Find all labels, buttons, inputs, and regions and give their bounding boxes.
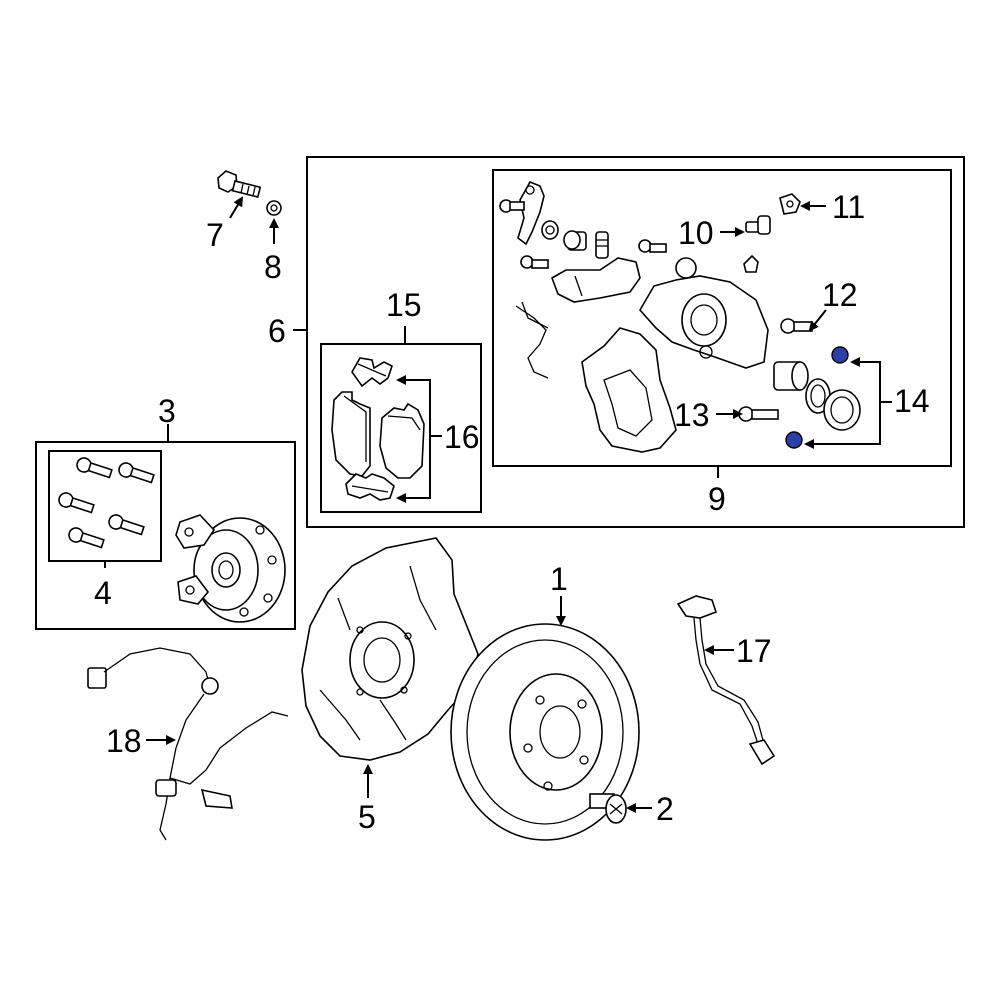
callout-11: 11 [832,189,865,225]
callout-7: 7 [206,217,224,253]
leader-16b [396,436,431,503]
caliper-bracket [581,327,677,453]
boot-kit-part-14-highlighted [785,346,849,449]
spring-pin [595,231,609,259]
guide-pin-13 [738,406,779,422]
callout-15: 15 [386,287,422,323]
leader-12 [808,309,827,332]
leader-14b [804,402,881,449]
brake-hose-part-17 [676,595,776,766]
guide-pin-12 [780,318,813,334]
parking-bracket [551,257,641,303]
callout-1: 1 [550,561,568,597]
callout-14: 14 [894,383,930,419]
leader-14 [850,357,892,403]
piston [773,361,809,391]
small-bolt-left [499,199,525,213]
bleeder-bracket [517,180,545,246]
callout-12: 12 [822,277,858,313]
callout-8: 8 [264,249,282,285]
callout-13: 13 [674,397,710,433]
callout-5: 5 [358,799,376,835]
callout-16: 16 [444,419,480,455]
dust-boot [823,389,861,431]
pad-set-box [320,343,482,513]
guide-pin-10 [745,215,771,235]
bolt-part-7 [217,170,262,198]
caliper-kit-box [306,156,965,528]
callout-18: 18 [106,723,142,759]
caliper-bleeder-clip [743,254,759,273]
pad-clips-part-16-top [351,357,393,388]
callout-3: 3 [158,393,176,429]
leader-16a [396,375,442,437]
caliper-assembly-box [492,169,952,467]
callout-6: 6 [268,313,286,349]
wheel-hub-part-3 [175,514,286,623]
bushing-large [563,230,587,251]
callout-9: 9 [708,481,726,517]
leader-7 [229,196,244,219]
brake-rotor-part-1 [450,623,640,841]
pad-clips-part-16-bottom [345,473,395,501]
callout-2: 2 [656,791,674,827]
brake-pad-right [379,402,425,479]
bushing-small [541,220,559,240]
brake-pad-left [331,391,371,477]
hub-bolts-part-4 [58,457,155,549]
small-bolt-mid [638,239,667,253]
washer-part-8 [266,200,282,216]
bleeder-cap-11 [779,193,801,215]
small-bolt-lower-left [520,255,549,269]
callout-10: 10 [678,215,714,251]
spring-clip-wire [515,301,549,379]
abs-sensor-part-18 [87,647,289,841]
callout-17: 17 [736,633,772,669]
callout-4: 4 [94,575,112,611]
hub-assembly-box [35,441,296,630]
caliper-body [639,257,769,369]
dust-shield-part-5 [301,537,479,761]
